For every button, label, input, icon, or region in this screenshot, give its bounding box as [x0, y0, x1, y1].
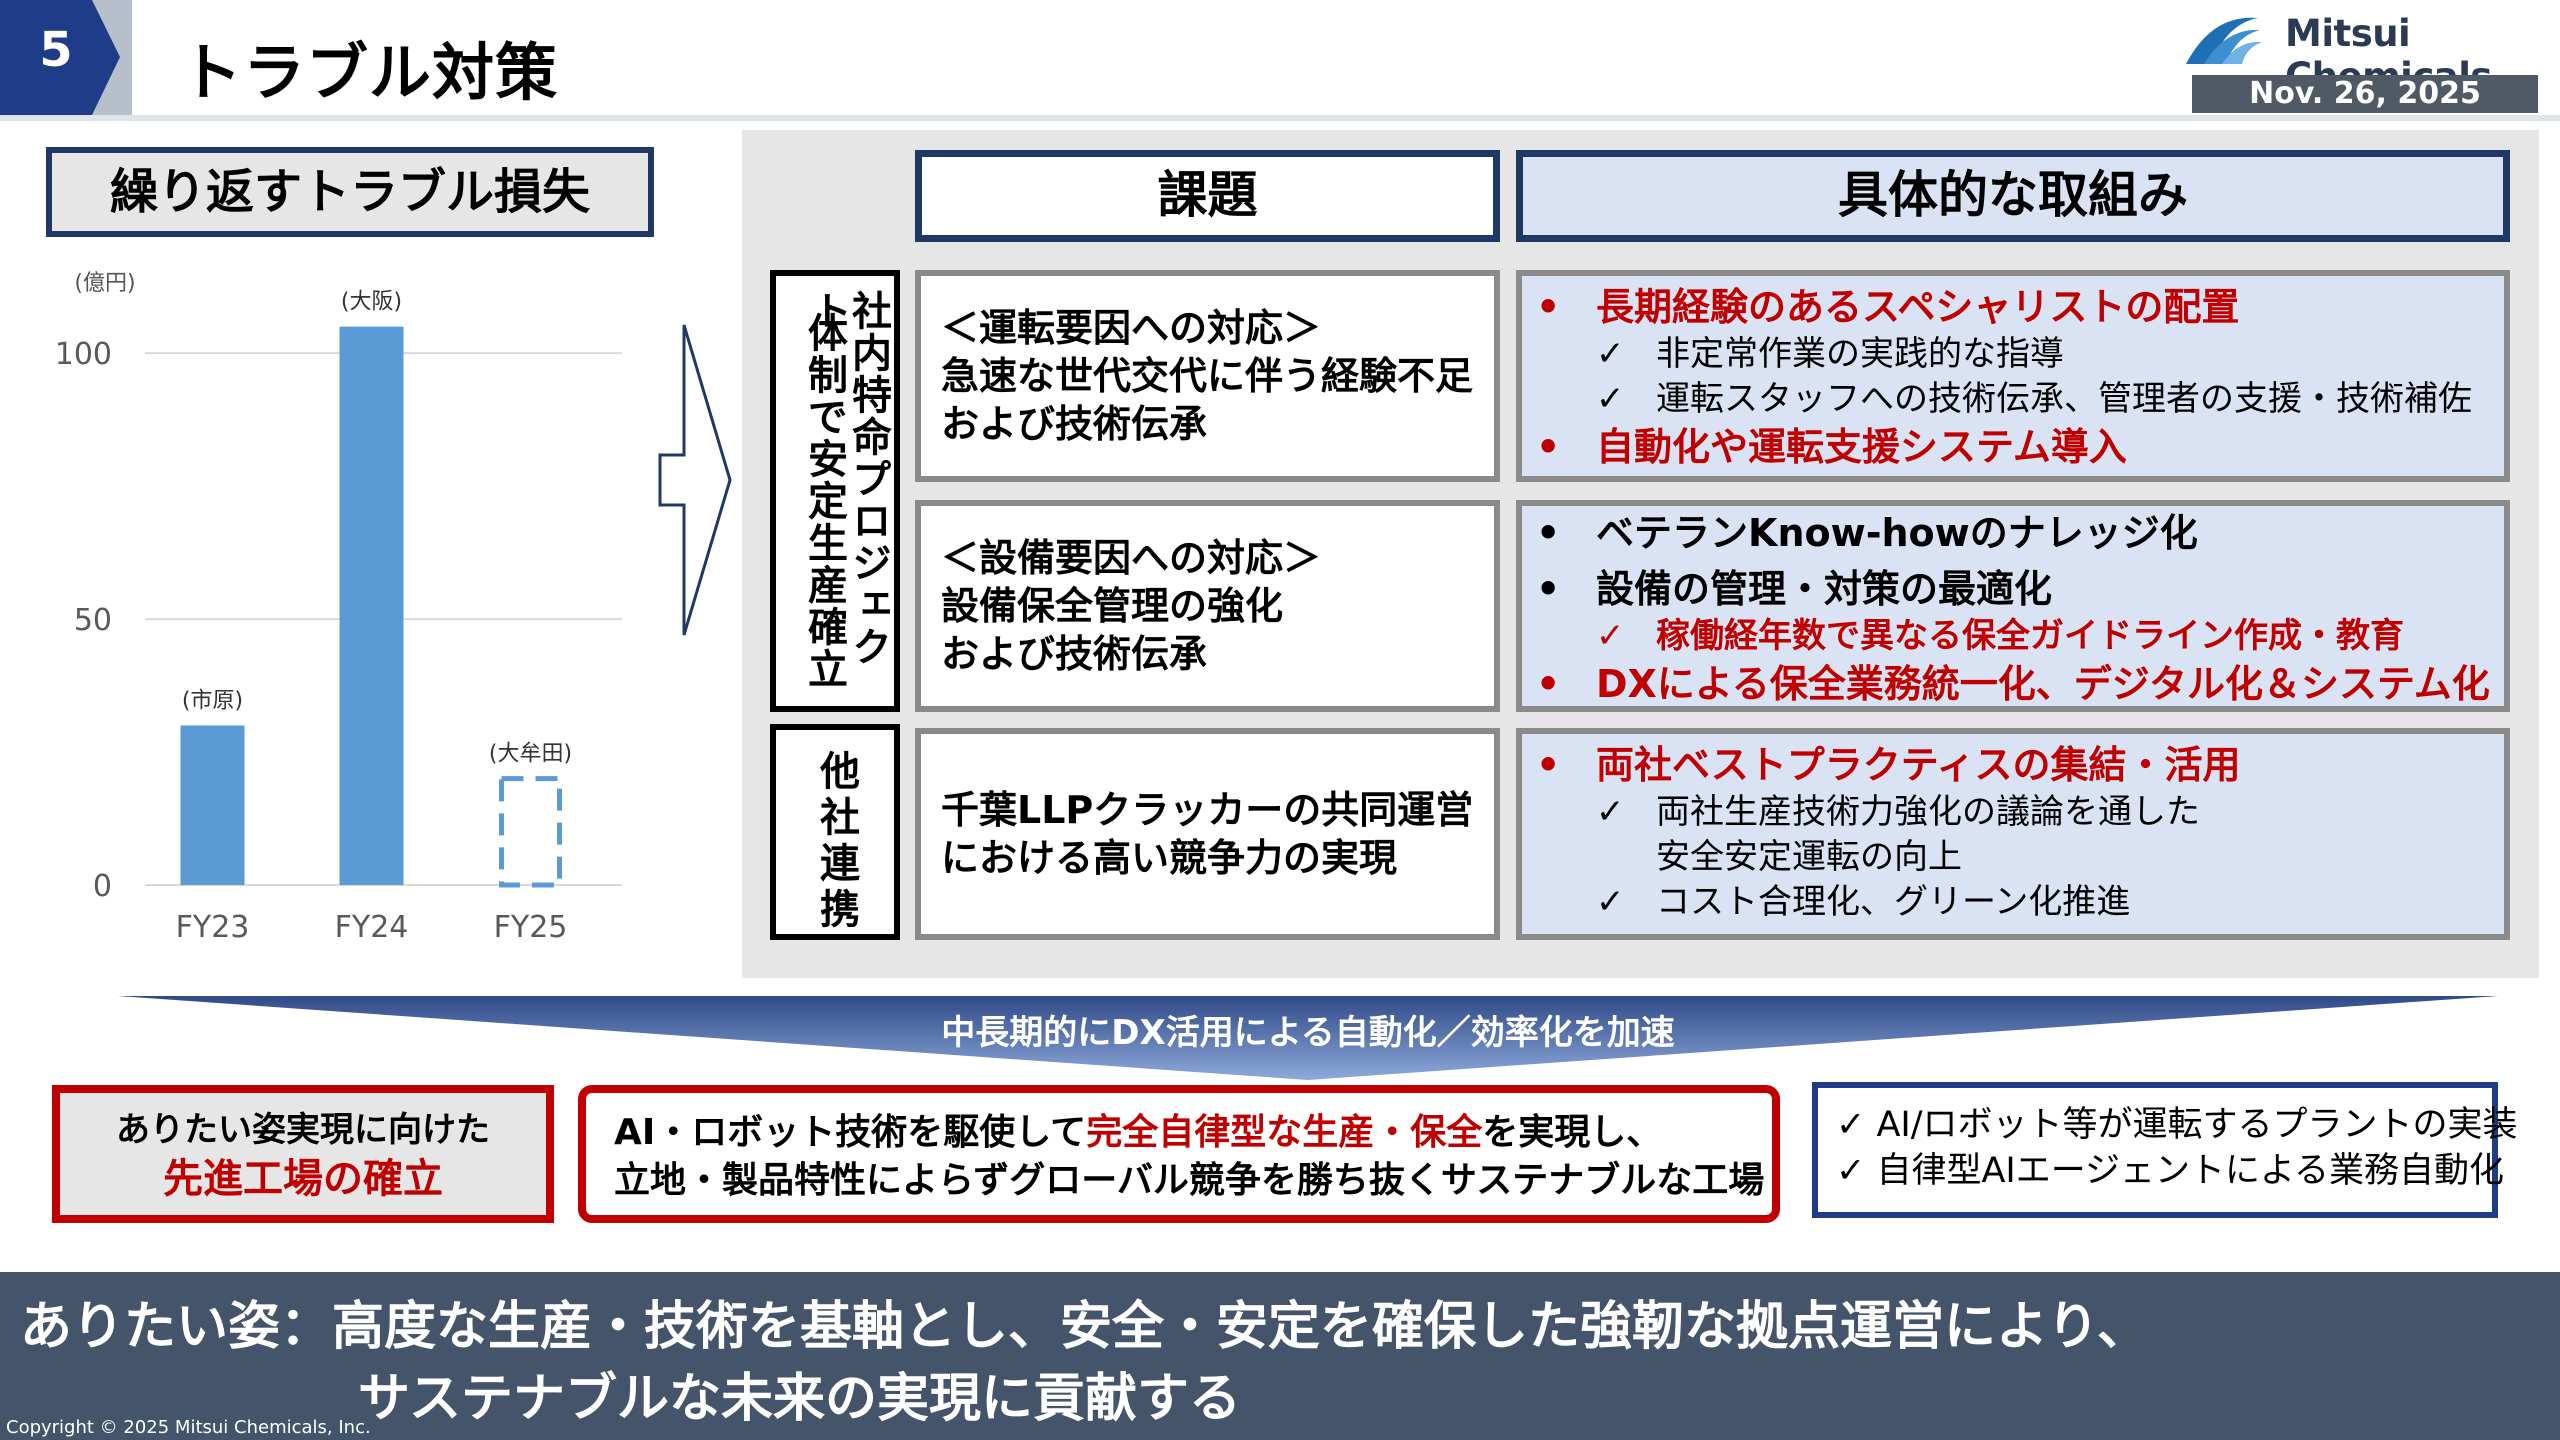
- kadai-line: および技術伝承: [941, 402, 1208, 446]
- check-icon: ✓: [1596, 334, 1625, 374]
- torikumi-item: •設備の管理・対策の最適化: [1536, 564, 2504, 614]
- kadai-line: および技術伝承: [941, 632, 1208, 676]
- bullet-icon: •: [1536, 567, 1561, 611]
- chart-unit-label: (億円): [74, 271, 135, 296]
- ai-checklist-item: ✓ AI/ロボット等が運転するプラントの実装: [1836, 1105, 2518, 1145]
- bar-FY23: [180, 725, 245, 885]
- check-icon: ✓: [1596, 379, 1625, 419]
- torikumi-item: •長期経験のあるスペシャリストの配置: [1536, 282, 2504, 332]
- date-badge: Nov. 26, 2025: [2192, 75, 2538, 113]
- kadai-box-equipment: ＜設備要因への対応＞ 設備保全管理の強化 および技術伝承: [915, 500, 1500, 712]
- vision-line-1: ありたい姿：高度な生産・技術を基軸とし、安全・安定を確保した強靭な拠点運営により…: [20, 1297, 2149, 1357]
- torikumi-subitem: ✓運転スタッフへの技術伝承、管理者の支援・技術補佐: [1536, 377, 2504, 422]
- torikumi-subitem-continued: 安全安定運転の向上: [1656, 837, 1962, 877]
- page-number-tab: [0, 0, 132, 115]
- torikumi-subitem: ✓稼働経年数で異なる保全ガイドライン作成・教育: [1536, 614, 2504, 659]
- torikumi-subitem: ✓コスト合理化、グリーン化推進: [1536, 880, 2504, 925]
- side-label-line-2: 体制で安定生産確立: [801, 312, 847, 690]
- bar-label: (大阪): [341, 290, 402, 315]
- header-torikumi: 具体的な取組み: [1516, 150, 2510, 242]
- page-title: トラブル対策: [180, 36, 559, 109]
- check-icon: ✓: [1596, 882, 1625, 922]
- torikumi-box-partnership: •両社ベストプラクティスの集結・活用 ✓両社生産技術力強化の議論を通した 安全安…: [1516, 728, 2510, 940]
- ai-factory-box: AI・ロボット技術を駆使して完全自律型な生産・保全を実現し、 立地・製品特性によ…: [578, 1085, 1780, 1223]
- vision-footer: ありたい姿：高度な生産・技術を基軸とし、安全・安定を確保した強靭な拠点運営により…: [0, 1272, 2560, 1440]
- kadai-line: 設備保全管理の強化: [941, 584, 1284, 628]
- copyright: Copyright © 2025 Mitsui Chemicals, Inc.: [6, 1417, 371, 1438]
- torikumi-subitem: ✓非定常作業の実践的な指導: [1536, 332, 2504, 377]
- x-tick-label: FY25: [494, 910, 568, 945]
- kadai-line: ＜設備要因への対応＞: [941, 536, 1322, 580]
- bullet-icon: •: [1536, 425, 1561, 469]
- right-arrow-icon: [658, 324, 732, 636]
- torikumi-item: •両社ベストプラクティスの集結・活用: [1536, 740, 2504, 790]
- side-label-partner: 他社連携: [770, 724, 900, 940]
- y-tick-label: 50: [74, 603, 112, 638]
- check-icon: ✓: [1596, 792, 1625, 832]
- loss-bar-chart: (億円) 0 50 100 (市原) FY23 (大阪) FY24 (大牟田) FY25: [55, 271, 622, 945]
- bar-FY25: [499, 776, 562, 888]
- y-tick-label: 100: [55, 337, 112, 372]
- kadai-box-operation: ＜運転要因への対応＞ 急速な世代交代に伴う経験不足 および技術伝承: [915, 270, 1500, 482]
- torikumi-item: •自動化や運転支援システム導入: [1536, 422, 2504, 472]
- kadai-line: における高い競争力の実現: [941, 836, 1398, 880]
- header-divider: [0, 115, 2560, 121]
- y-tick-label: 0: [93, 869, 112, 904]
- check-icon: ✓: [1596, 616, 1625, 656]
- kadai-line: 千葉LLPクラッカーの共同運営: [941, 788, 1474, 832]
- x-tick-label: FY24: [335, 910, 409, 945]
- ideal-factory-box: ありたい姿実現に向けた 先進工場の確立: [52, 1085, 554, 1223]
- bar-label: (大牟田): [489, 742, 572, 767]
- ai-factory-line-2: 立地・製品特性によらずグローバル競争を勝ち抜くサステナブルな工場: [614, 1160, 1765, 1201]
- ai-checklist-item: ✓ 自律型AIエージェントによる業務自動化: [1836, 1151, 2504, 1191]
- bullet-icon: •: [1536, 662, 1561, 706]
- page-number: 5: [39, 22, 73, 78]
- bullet-icon: •: [1536, 511, 1561, 555]
- vision-line-2: サステナブルな未来の実現に貢献する: [358, 1369, 1241, 1429]
- dx-banner-text: 中長期的にDX活用による自動化／効率化を加速: [941, 1013, 1675, 1053]
- bullet-icon: •: [1536, 285, 1561, 329]
- ideal-factory-line-1: ありたい姿実現に向けた: [116, 1110, 490, 1150]
- bar-label: (市原): [182, 688, 243, 713]
- ideal-factory-line-2: 先進工場の確立: [163, 1156, 443, 1202]
- side-label-partner-text: 他社連携: [813, 750, 859, 934]
- side-label-internal-project: 社内特命プロジェクト 体制で安定生産確立: [770, 270, 900, 712]
- torikumi-item: •DXによる保全業務統一化、デジタル化＆システム化: [1536, 659, 2504, 709]
- bar-FY24: [339, 326, 404, 885]
- kadai-line: 急速な世代交代に伴う経験不足: [941, 354, 1474, 398]
- ai-factory-line-1: AI・ロボット技術を駆使して完全自律型な生産・保全を実現し、: [614, 1112, 1663, 1153]
- header-kadai: 課題: [915, 150, 1500, 242]
- kadai-box-partnership: 千葉LLPクラッカーの共同運営 における高い競争力の実現: [915, 728, 1500, 940]
- dx-banner: [118, 996, 2498, 1080]
- mitsui-logo-icon: [2186, 17, 2262, 64]
- ai-checklist-box: ✓ AI/ロボット等が運転するプラントの実装 ✓ 自律型AIエージェントによる業…: [1812, 1082, 2518, 1218]
- side-label-line-1: 社内特命プロジェクト: [805, 290, 891, 668]
- torikumi-box-equipment: •ベテランKnow-howのナレッジ化 •設備の管理・対策の最適化 ✓稼働経年数…: [1516, 500, 2510, 712]
- x-tick-label: FY23: [176, 910, 250, 945]
- torikumi-subitem: ✓両社生産技術力強化の議論を通した: [1536, 790, 2504, 835]
- torikumi-box-operation: •長期経験のあるスペシャリストの配置 ✓非定常作業の実践的な指導 ✓運転スタッフ…: [1516, 270, 2510, 482]
- torikumi-item: •ベテランKnow-howのナレッジ化: [1536, 508, 2504, 558]
- loss-section-title: 繰り返すトラブル損失: [46, 147, 654, 237]
- bullet-icon: •: [1536, 743, 1561, 787]
- kadai-line: ＜運転要因への対応＞: [941, 306, 1322, 350]
